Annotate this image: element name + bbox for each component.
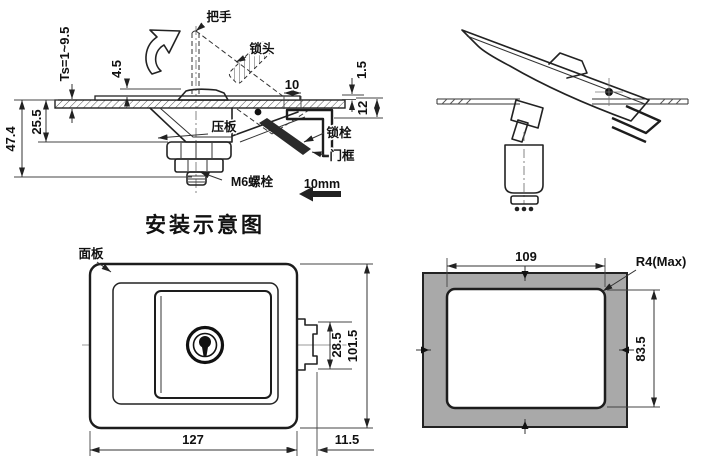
dim-frame-lip: 12	[334, 97, 383, 119]
iso-frame-corner	[611, 104, 662, 144]
svg-text:127: 127	[182, 432, 204, 447]
svg-text:锁头: 锁头	[249, 41, 275, 56]
svg-text:47.4: 47.4	[3, 126, 18, 152]
dim-width: 127	[89, 431, 298, 456]
dim-frame-step: 10	[283, 76, 302, 109]
svg-text:Ts=1~9.5: Ts=1~9.5	[57, 27, 72, 82]
iso-stud	[510, 99, 544, 143]
front-view: 28.5 101.5 127 11.5 面板	[77, 245, 374, 456]
svg-text:4.5: 4.5	[109, 60, 124, 78]
iso-latch-plate	[461, 29, 650, 122]
dim-handle-height: 4.5	[108, 58, 181, 107]
svg-text:1.5: 1.5	[354, 61, 369, 79]
left-arrow-icon	[299, 186, 341, 202]
svg-text:M6螺栓: M6螺栓	[231, 174, 274, 189]
iso-cylinder-part	[504, 132, 544, 212]
svg-text:109: 109	[515, 249, 537, 264]
lock-head-section	[228, 41, 310, 135]
dim-offset: 11.5	[284, 372, 374, 456]
cutout-hole	[445, 287, 607, 410]
dim-corner-radius: R4(Max)	[602, 253, 688, 292]
svg-text:压板: 压板	[211, 119, 237, 134]
handle-closed-profile	[177, 88, 229, 101]
pivot-dot	[254, 108, 262, 116]
svg-text:28.5: 28.5	[329, 332, 344, 357]
svg-text:把手: 把手	[206, 9, 232, 24]
svg-text:11.5: 11.5	[335, 432, 360, 447]
svg-text:R4(Max): R4(Max)	[636, 254, 687, 269]
keyhole	[185, 325, 225, 365]
dim-bolt-span: 28.5	[318, 321, 352, 370]
adjust-nut-and-bolt	[166, 141, 232, 186]
door-panel-section	[54, 99, 346, 109]
label-handle: 把手	[195, 8, 233, 32]
label-panel: 面板	[77, 245, 112, 273]
iso-panel-edge	[436, 98, 689, 105]
latch-bolt-section	[259, 118, 311, 155]
latch-bolt-tab	[296, 318, 318, 371]
dim-height: 101.5	[300, 263, 373, 429]
dim-panel-thickness: Ts=1~9.5	[56, 25, 75, 123]
svg-text:101.5: 101.5	[345, 330, 360, 363]
handle-open-dashed	[191, 30, 285, 98]
svg-text:12: 12	[355, 101, 370, 115]
cross-section-view: Ts=1~9.5 4.5 25.5 47.4 10	[2, 8, 383, 202]
label-lock-head: 锁头	[235, 40, 276, 63]
svg-text:锁栓: 锁栓	[326, 125, 352, 140]
svg-text:10: 10	[285, 77, 299, 92]
drawing-title: 安装示意图	[145, 213, 265, 237]
dim-cutout-height: 83.5	[607, 289, 660, 408]
dim-cutout-width: 109	[446, 248, 606, 287]
svg-text:25.5: 25.5	[29, 109, 44, 134]
dim-gap: 1.5	[342, 59, 371, 112]
isometric-view	[436, 29, 689, 212]
svg-text:面板: 面板	[78, 246, 104, 261]
cutout-view: 109 R4(Max) 83.5	[416, 248, 688, 434]
dim-total-depth: 47.4	[2, 99, 192, 178]
label-m6-bolt: M6螺栓	[199, 171, 275, 191]
dim-body-depth: 25.5	[28, 100, 168, 143]
label-pressure-plate: 压板	[157, 118, 238, 141]
door-frame-section	[285, 108, 334, 158]
iso-handle-bump	[548, 52, 588, 79]
svg-text:83.5: 83.5	[633, 336, 648, 361]
center-marks	[416, 266, 634, 434]
svg-text:门框: 门框	[329, 148, 355, 163]
label-lock-bolt: 锁栓	[303, 124, 353, 143]
label-door-frame: 门框	[311, 147, 356, 165]
rotation-arrow-icon	[145, 29, 181, 75]
travel-arrow: 10mm	[299, 176, 342, 202]
